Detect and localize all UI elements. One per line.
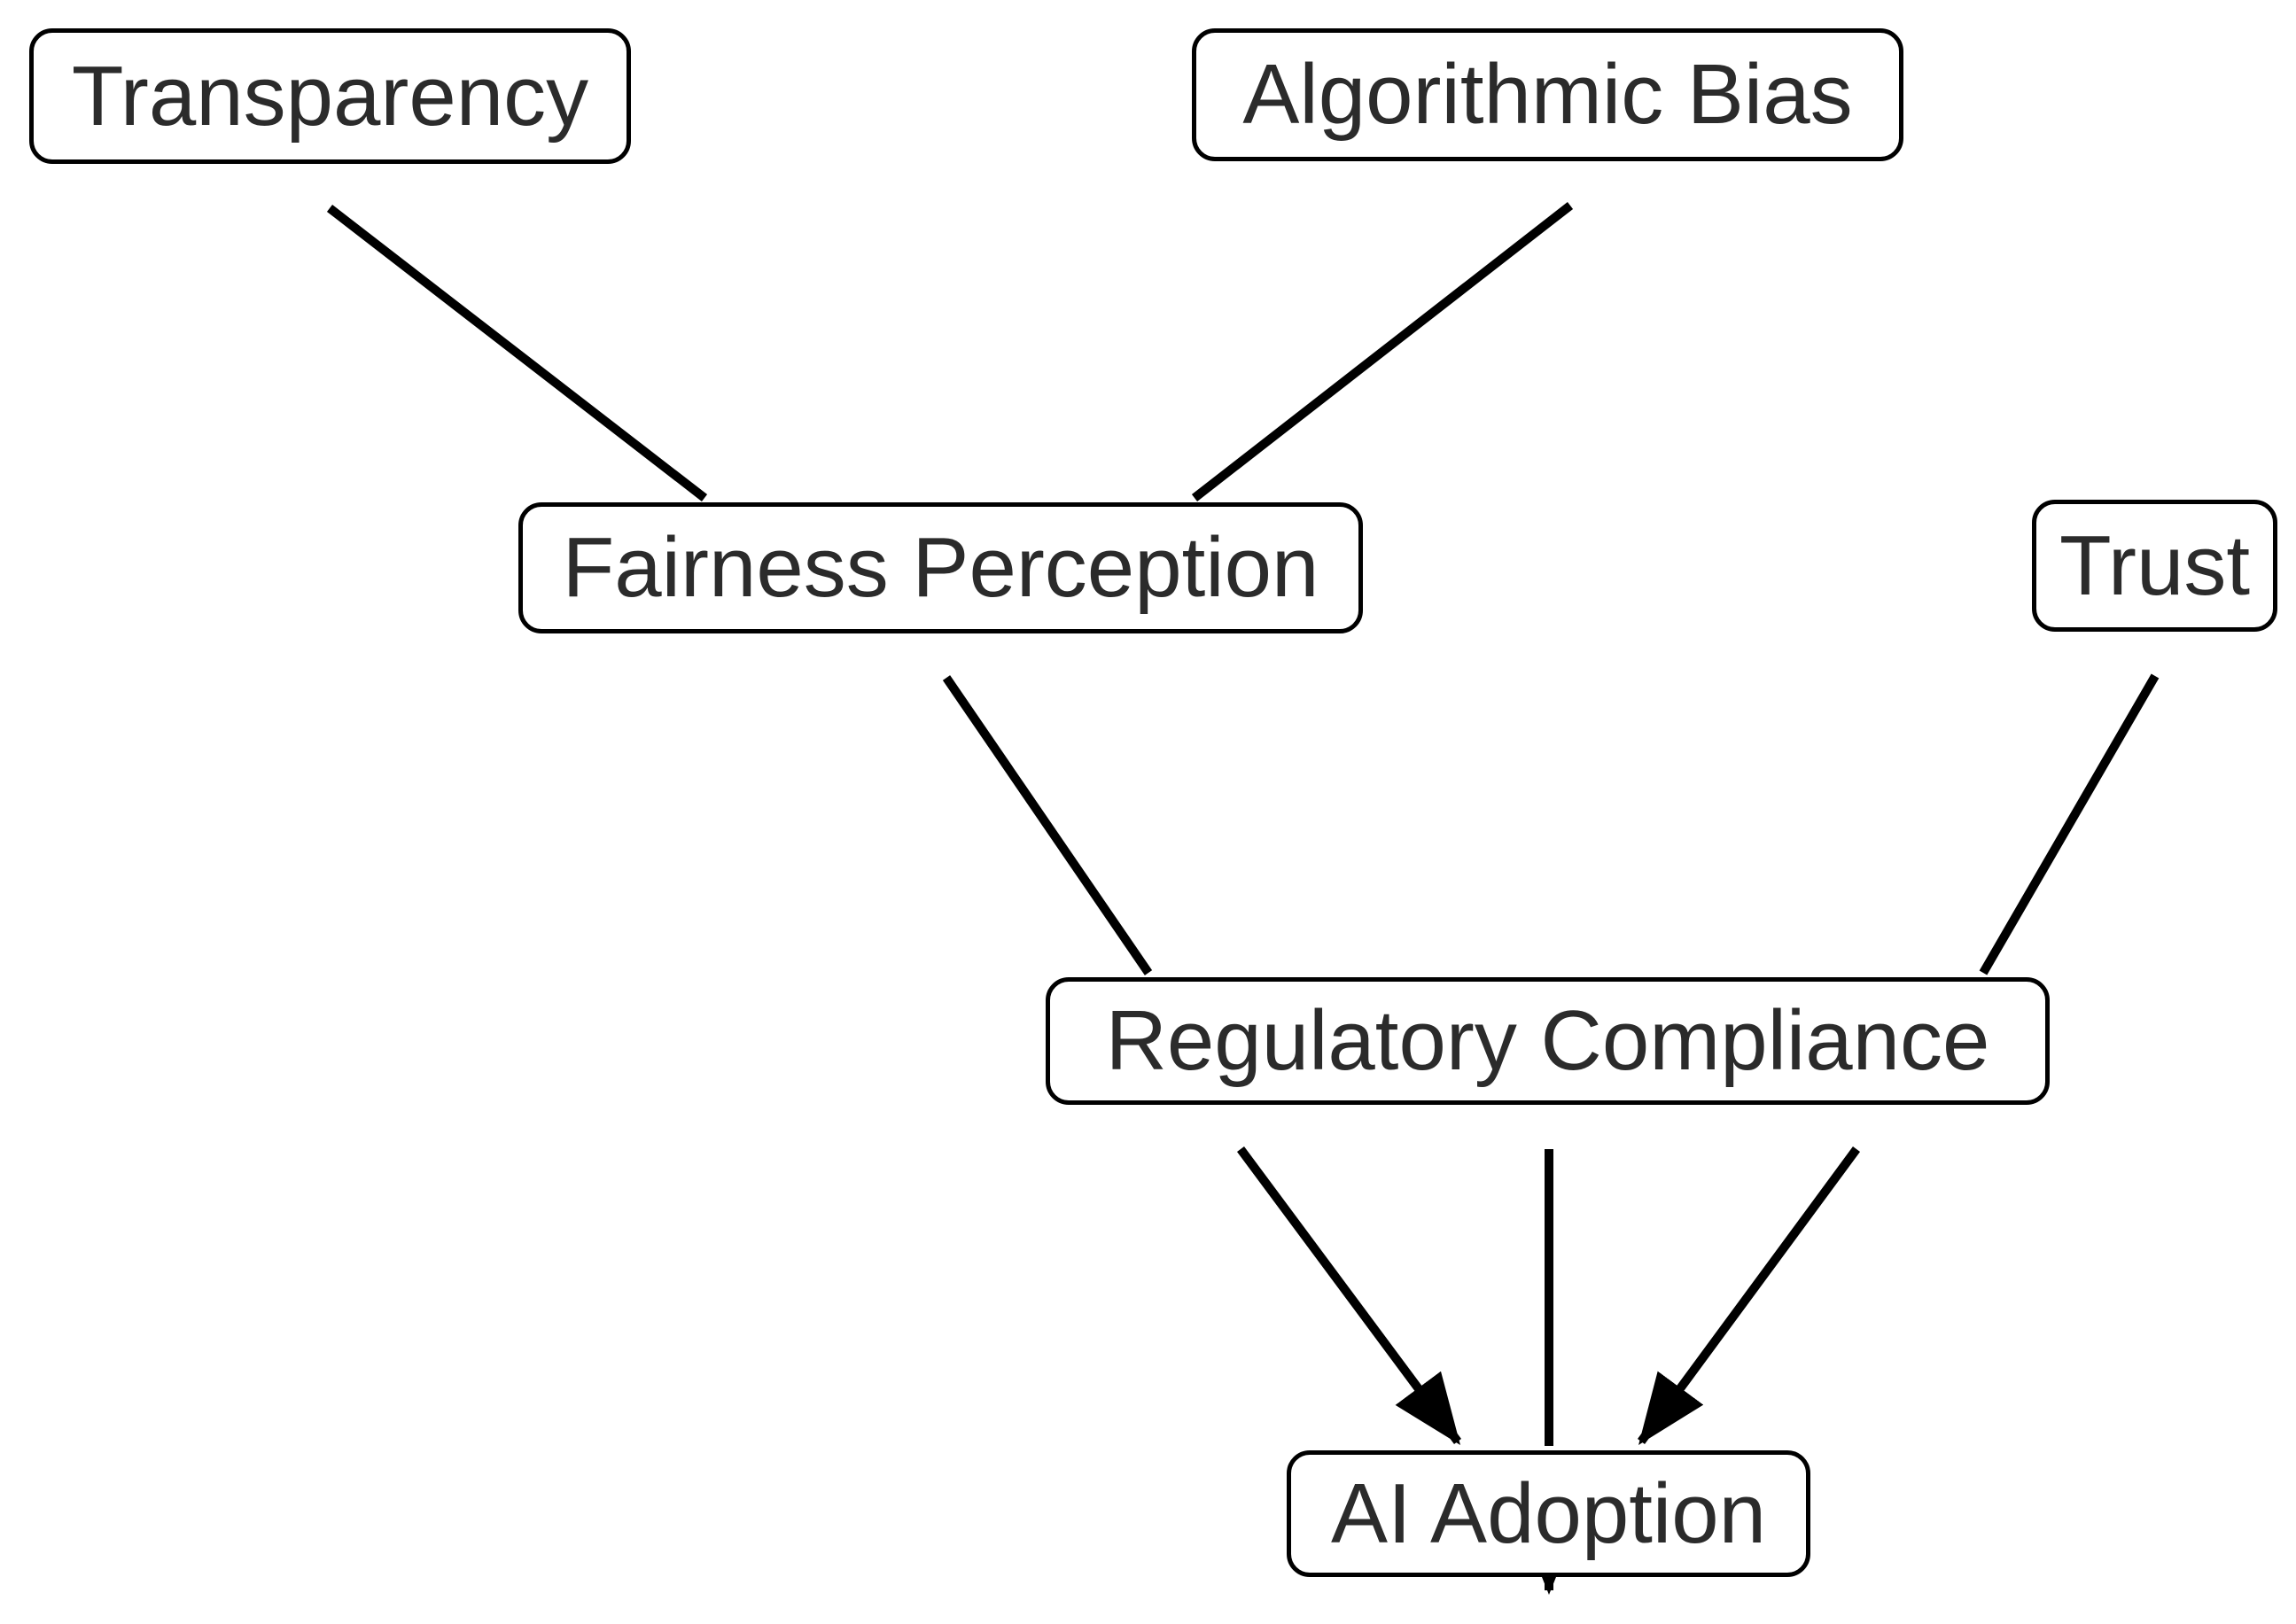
node-label-transparency: Transparency	[71, 48, 589, 144]
node-label-algorithmic-bias: Algorithmic Bias	[1242, 47, 1853, 142]
node-algorithmic-bias[interactable]: Algorithmic Bias	[1192, 28, 1903, 161]
edge-regulatory_compliance-to-ai_adoption	[1637, 1146, 1861, 1446]
edge-fairness_perception-to-regulatory_compliance	[942, 675, 1153, 975]
edge-algorithmic_bias-to-fairness_perception	[1191, 202, 1574, 501]
node-label-regulatory-compliance: Regulatory Compliance	[1105, 993, 1990, 1088]
node-regulatory-compliance[interactable]: Regulatory Compliance	[1046, 977, 2050, 1105]
node-label-fairness-perception: Fairness Perception	[562, 520, 1319, 615]
node-trust[interactable]: Trust	[2032, 500, 2277, 632]
edge-regulatory_compliance-to-ai_adoption	[1236, 1146, 1462, 1446]
node-label-ai-adoption: AI Adoption	[1330, 1465, 1767, 1561]
node-ai-adoption[interactable]: AI Adoption	[1287, 1450, 1810, 1577]
edges-group	[326, 202, 2160, 1595]
edge-transparency-to-fairness_perception	[326, 205, 708, 501]
node-transparency[interactable]: Transparency	[29, 28, 631, 164]
node-fairness-perception[interactable]: Fairness Perception	[518, 502, 1363, 633]
edge-trust-to-regulatory_compliance	[1979, 673, 2160, 975]
node-label-trust: Trust	[2059, 517, 2251, 613]
